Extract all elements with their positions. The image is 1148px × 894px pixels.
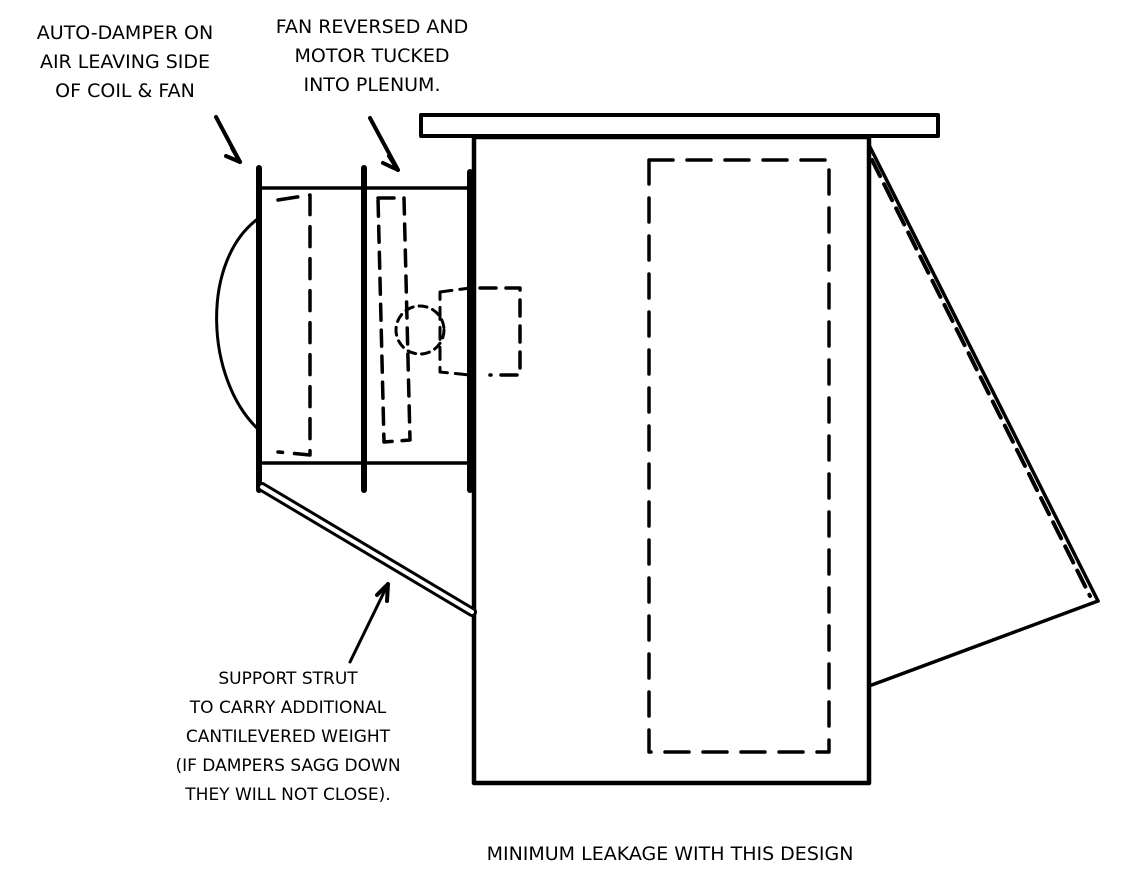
fan-label-line: MOTOR TUCKED	[294, 45, 450, 67]
diagram-caption: MINIMUM LEAKAGE WITH THIS DESIGN	[486, 843, 854, 865]
support-strut-core	[260, 485, 474, 614]
strut-label-line: TO CARRY ADDITIONAL	[189, 698, 387, 718]
fan-label-line: INTO PLENUM.	[303, 74, 441, 96]
strut-callout-label: SUPPORT STRUT TO CARRY ADDITIONAL CANTIL…	[175, 665, 400, 810]
damper-dashed-blade	[276, 193, 312, 457]
strut-callout-arrow	[348, 582, 390, 664]
damper-label-line: OF COIL & FAN	[55, 80, 195, 102]
damper-callout-label: AUTO-DAMPER ON AIR LEAVING SIDE OF COIL …	[37, 19, 213, 106]
strut-label-line: SUPPORT STRUT	[218, 669, 358, 689]
fan-hub-dashed	[394, 304, 446, 356]
strut-label-line: (IF DAMPERS SAGG DOWN	[175, 756, 401, 776]
plenum-box	[471, 134, 872, 786]
coil-dashed-outline	[647, 158, 831, 754]
damper-blade-curve	[215, 216, 261, 432]
hood-bottom-edge	[867, 599, 1100, 688]
strut-label-line: CANTILEVERED WEIGHT	[185, 727, 391, 747]
hood-top-edge	[867, 143, 1100, 603]
motor-dashed-outline	[438, 286, 472, 377]
motor-outside-dashed	[478, 286, 522, 377]
top-flange	[419, 113, 940, 138]
fan-label-line: FAN REVERSED AND	[275, 16, 469, 38]
fan-callout-label: FAN REVERSED AND MOTOR TUCKED INTO PLENU…	[276, 13, 468, 100]
strut-label-line: THEY WILL NOT CLOSE).	[185, 785, 391, 805]
damper-label-line: AIR LEAVING SIDE	[39, 51, 211, 73]
damper-callout-arrow	[214, 115, 242, 164]
fan-callout-arrow	[368, 116, 400, 172]
hood-inner-dashed-edge	[870, 158, 1092, 598]
damper-label-line: AUTO-DAMPER ON	[36, 22, 214, 44]
fan-dashed-body	[376, 196, 412, 444]
